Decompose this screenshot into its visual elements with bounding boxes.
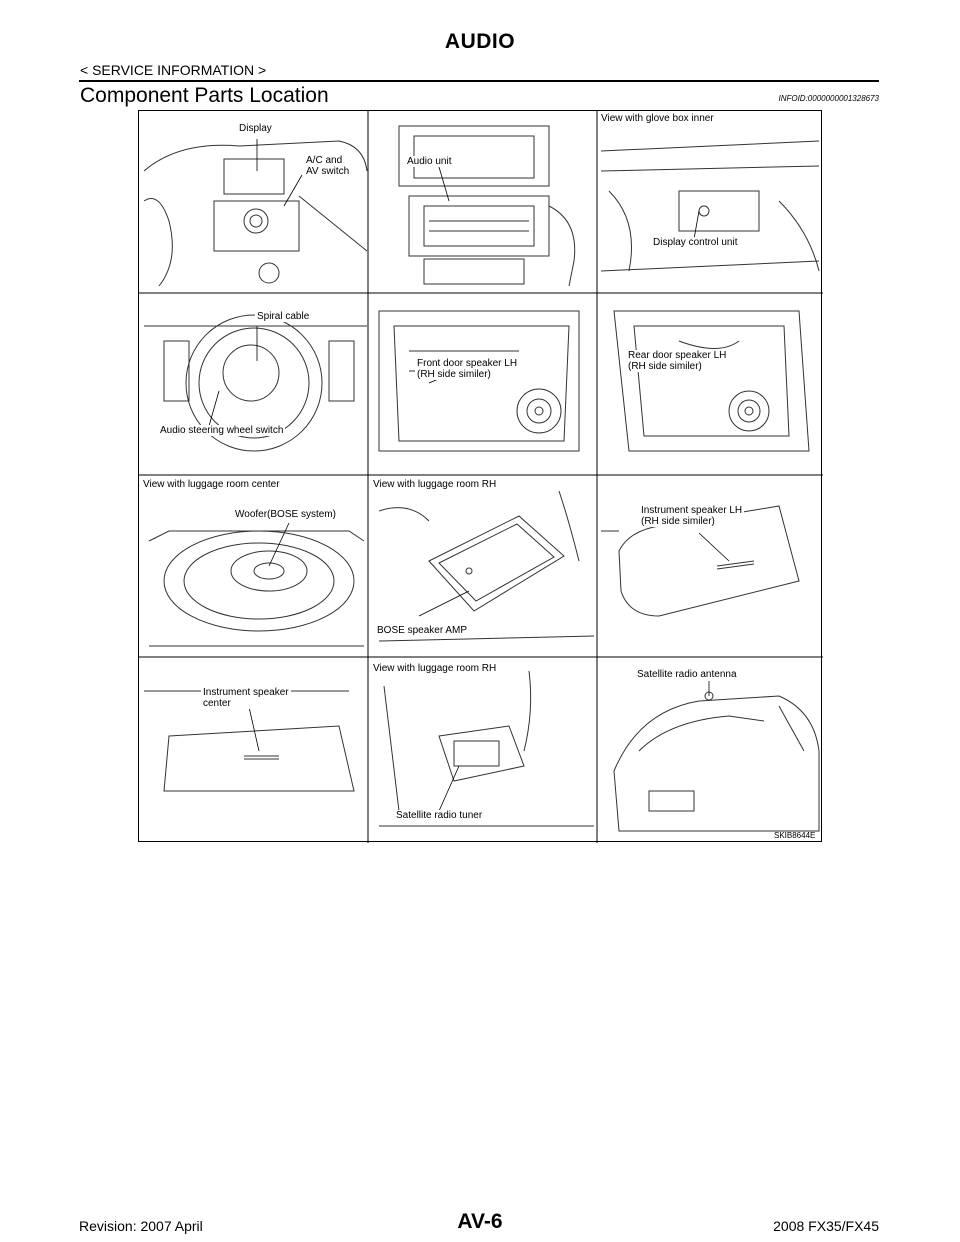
figure-code: SKIB8644E — [774, 831, 816, 840]
vehicle-model: 2008 FX35/FX45 — [773, 1218, 879, 1234]
label-satellite-antenna: Satellite radio antenna — [635, 669, 739, 680]
car-rear-illustration — [613, 691, 820, 832]
section-tag: < SERVICE INFORMATION > — [80, 62, 267, 78]
rear-door-illustration — [613, 310, 810, 452]
info-id: INFOID:0000000001328673 — [778, 94, 879, 103]
section-heading: Component Parts Location — [80, 84, 329, 107]
label-glove-box-view: View with glove box inner — [599, 113, 716, 124]
label-bose-amp: BOSE speaker AMP — [375, 625, 470, 636]
label-luggage-center-view: View with luggage room center — [141, 479, 282, 490]
label-woofer: Woofer(BOSE system) — [233, 509, 338, 520]
page-number: AV-6 — [457, 1210, 503, 1233]
label-luggage-rh-view-2: View with luggage room RH — [371, 663, 499, 674]
label-instrument-speaker-center: Instrument speaker center — [201, 687, 291, 709]
label-rear-door-speaker: Rear door speaker LH (RH side similer) — [626, 350, 729, 372]
dashboard-illustration — [143, 140, 368, 287]
component-location-figure: Display A/C and AV switch Audio unit Vie… — [138, 110, 823, 843]
label-instrument-speaker-lh: Instrument speaker LH (RH side similer) — [639, 505, 745, 527]
bose-amp-illustration — [378, 490, 595, 642]
satellite-tuner-illustration — [379, 670, 594, 827]
label-display: Display — [237, 123, 274, 134]
label-audio-steering-switch: Audio steering wheel switch — [158, 425, 286, 436]
figure-drawing — [139, 111, 823, 843]
revision-date: Revision: 2007 April — [79, 1218, 203, 1234]
label-satellite-tuner: Satellite radio tuner — [394, 810, 485, 821]
label-audio-unit: Audio unit — [405, 156, 454, 167]
label-display-control-unit: Display control unit — [651, 237, 740, 248]
woofer-illustration — [148, 530, 365, 647]
label-ac-av-switch: A/C and AV switch — [304, 155, 352, 177]
audio-unit-illustration — [398, 125, 576, 287]
steering-wheel-illustration — [144, 314, 367, 452]
page-title: AUDIO — [444, 30, 516, 53]
front-door-illustration — [378, 310, 580, 452]
label-front-door-speaker: Front door speaker LH (RH side similer) — [415, 358, 520, 380]
header-rule — [79, 80, 879, 82]
glove-box-illustration — [600, 140, 820, 272]
label-luggage-rh-view: View with luggage room RH — [371, 479, 499, 490]
instrument-speaker-lh-illustration — [601, 505, 800, 617]
label-spiral-cable: Spiral cable — [255, 311, 312, 322]
